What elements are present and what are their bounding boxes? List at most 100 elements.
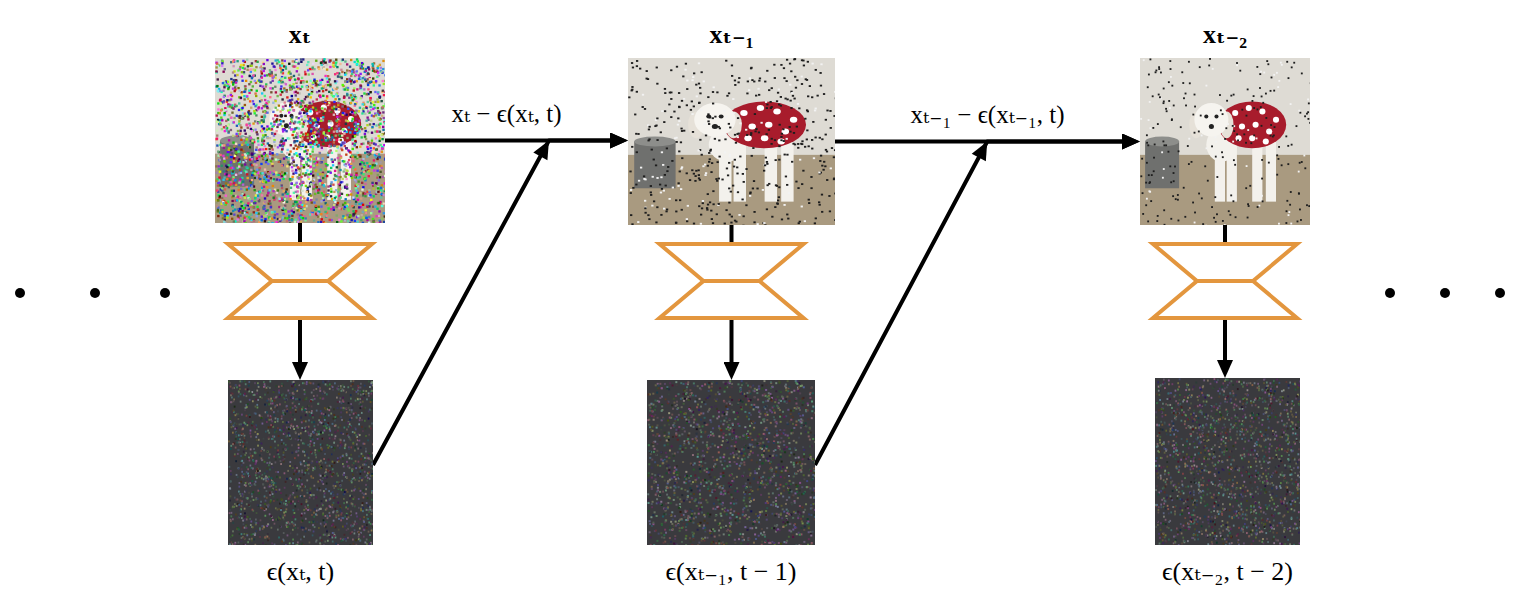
noise-speck: [250, 184, 252, 186]
noise-speck: [240, 149, 242, 151]
noise-speck: [261, 215, 263, 217]
noise-speck: [242, 117, 244, 119]
noise-speck: [289, 178, 291, 180]
noise-speck: [318, 176, 320, 178]
noise-speck: [269, 137, 271, 139]
noise-speck: [318, 132, 320, 134]
noise-speck: [365, 138, 367, 140]
noise-speck: [350, 102, 352, 104]
noise-speck: [257, 137, 259, 139]
noise-speck: [289, 122, 291, 124]
noise-speck: [381, 184, 383, 186]
noise-speck: [361, 182, 363, 184]
noise-speck: [263, 89, 265, 91]
noise-speck: [378, 96, 380, 98]
noise-speck: [321, 147, 323, 149]
noise-speck: [245, 133, 247, 135]
noise-speck: [363, 162, 365, 164]
noise-speck: [279, 179, 281, 181]
noise-speck: [370, 120, 372, 122]
noise-speck: [300, 61, 302, 63]
noise-speck: [306, 169, 308, 171]
noise-speck: [328, 91, 330, 93]
noise-speck: [230, 181, 232, 183]
noise-speck: [254, 160, 256, 162]
noise-speck: [364, 165, 366, 167]
noise-speck: [239, 124, 241, 126]
noise-speck: [215, 165, 217, 167]
noise-speck: [297, 177, 299, 179]
noise-speck: [240, 64, 242, 66]
noise-speck: [306, 64, 308, 66]
noise-speck: [353, 89, 355, 91]
noise-speck: [263, 67, 265, 69]
noise-speck: [359, 84, 361, 86]
noise-speck: [363, 178, 365, 180]
noise-speck: [342, 58, 344, 60]
noise-speck: [290, 88, 292, 90]
noise-speck: [267, 100, 269, 102]
noise-speck: [368, 165, 370, 167]
noise-speck: [260, 130, 262, 132]
noise-speck: [373, 142, 375, 144]
noise-speck: [301, 140, 303, 142]
noise-speck: [238, 144, 240, 146]
noise-speck: [381, 106, 383, 108]
noise-speck: [303, 209, 305, 211]
noise-speck: [227, 213, 229, 215]
noise-speck: [300, 176, 302, 178]
noise-speck: [218, 168, 220, 170]
noise-speck: [270, 81, 272, 83]
noise-speck: [315, 84, 317, 86]
noise-speck: [384, 74, 385, 76]
noise-speck: [216, 144, 218, 146]
noise-speck: [225, 120, 227, 122]
noise-speck: [349, 102, 351, 104]
noise-speck: [275, 107, 277, 109]
noise-speck: [348, 200, 350, 202]
noise-speck: [377, 187, 379, 189]
noise-speck: [383, 94, 385, 96]
noise-speck: [381, 107, 383, 109]
noise-speck: [219, 171, 221, 173]
noise-speck: [274, 99, 276, 101]
noise-speck: [250, 214, 252, 216]
noise-speck: [243, 91, 245, 93]
noise-speck: [350, 215, 352, 217]
noise-speck: [375, 114, 377, 116]
noise-speck: [306, 86, 308, 88]
noise-speck: [237, 130, 239, 132]
noise-speck: [361, 188, 363, 190]
noise-speck: [225, 195, 227, 197]
noise-speck: [299, 123, 301, 125]
noise-speck: [305, 161, 307, 163]
noise-speck: [295, 169, 297, 171]
noise-speck: [311, 125, 313, 127]
noise-speck: [288, 111, 290, 113]
noise-speck: [354, 140, 356, 142]
noise-speck: [379, 161, 381, 163]
noise-speck: [273, 121, 275, 123]
noise-speck: [231, 104, 233, 106]
noise-speck: [329, 185, 331, 187]
noise-speck: [370, 172, 372, 174]
noise-speck: [291, 178, 293, 180]
noise-speck: [292, 65, 294, 67]
noise-speck: [333, 101, 335, 103]
noise-speck: [238, 120, 240, 122]
noise-speck: [235, 152, 237, 154]
noise-speck: [342, 84, 344, 86]
noise-speck: [257, 80, 259, 82]
noise-speck: [256, 169, 258, 171]
noise-speck: [261, 68, 263, 70]
noise-speck: [309, 182, 311, 184]
noise-speck: [244, 104, 246, 106]
noise-speck: [329, 84, 331, 86]
noise-speck: [269, 153, 271, 155]
noise-speck: [223, 160, 225, 162]
noise-speck: [256, 206, 258, 208]
noise-speck: [277, 189, 279, 191]
noise-speck: [301, 181, 303, 183]
noise-speck: [330, 190, 332, 192]
noise-speck: [295, 61, 297, 63]
